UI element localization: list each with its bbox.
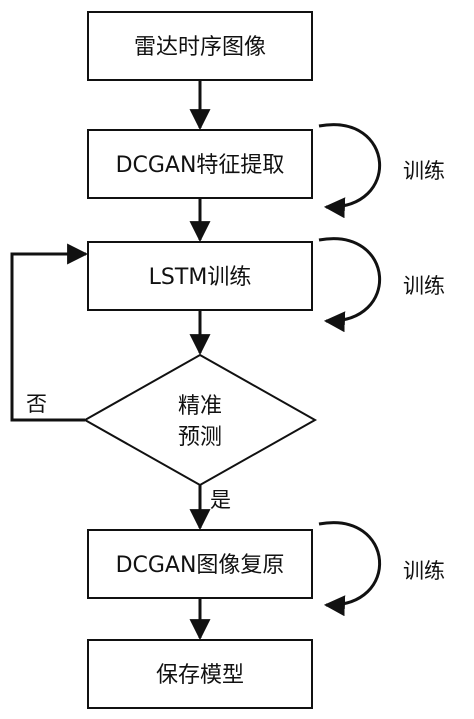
- box-radar-images: 雷达时序图像: [87, 11, 313, 81]
- train-loop-label-2: 训练: [403, 274, 445, 298]
- label-yes: 是: [210, 488, 231, 512]
- train-loop-arrow-3: [318, 521, 381, 617]
- train-loop-arrow-1: [318, 123, 381, 219]
- decision-accurate-prediction: 精准 预测: [82, 353, 318, 487]
- box-dcgan-restore-label: DCGAN图像复原: [116, 553, 285, 578]
- decision-label-line2: 预测: [178, 425, 222, 450]
- label-no: 否: [26, 392, 47, 416]
- decision-label-line1: 精准: [178, 394, 222, 419]
- box-lstm-train: LSTM训练: [87, 241, 313, 311]
- arrow-no-feedback: [10, 243, 89, 422]
- box-dcgan-feature: DCGAN特征提取: [87, 129, 313, 199]
- train-loop-label-1: 训练: [403, 159, 445, 183]
- box-save-model: 保存模型: [87, 639, 313, 709]
- box-dcgan-restore: DCGAN图像复原: [87, 529, 313, 599]
- train-loop-arrow-2: [318, 237, 381, 333]
- train-loop-label-3: 训练: [403, 559, 445, 583]
- box-radar-images-label: 雷达时序图像: [134, 35, 266, 60]
- box-dcgan-feature-label: DCGAN特征提取: [116, 153, 285, 178]
- box-save-model-label: 保存模型: [156, 663, 244, 688]
- box-lstm-train-label: LSTM训练: [149, 265, 252, 290]
